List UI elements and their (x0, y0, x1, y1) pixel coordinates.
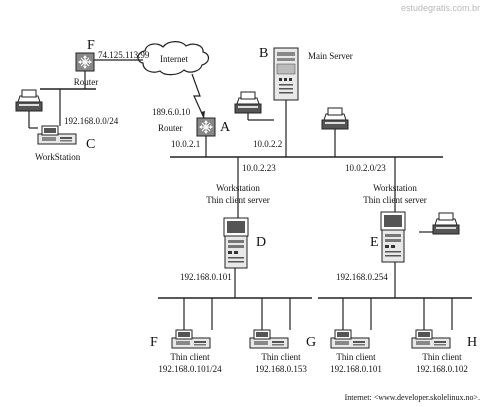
thin-client-2: G Thin client 192.168.0.153 (249, 329, 316, 374)
server-e-letter: E (370, 235, 379, 250)
server-d-icon (223, 217, 249, 269)
thin-client-3-caption: Thin client (336, 352, 376, 362)
thin-client-3: Thin client 192.168.0.101 (330, 329, 382, 374)
workstation-c-caption: WorkStation (35, 152, 81, 162)
router-a-ip-bottom: 10.0.2.1 (171, 139, 200, 149)
main-server-icon (273, 47, 299, 101)
workstation-c-letter: C (86, 137, 95, 152)
server-e-caption-line1: Workstation (373, 183, 417, 193)
thin-client-1-ip: 192.168.0.101/24 (158, 364, 222, 374)
thin-client-2-ip: 192.168.0.153 (255, 364, 307, 374)
workstation-c-icon (37, 125, 77, 145)
router-a-letter: A (220, 120, 231, 135)
internet-cloud: Internet (137, 41, 210, 76)
main-server-ip: 10.0.2.2 (253, 139, 282, 149)
router-f-ip: 74.125.113.99 (98, 50, 150, 60)
server-e-ip-bottom: 192.168.0.254 (336, 272, 388, 282)
main-server-b: B Main Server 10.0.2.2 (253, 46, 353, 157)
printer-icon (234, 91, 262, 114)
workstation-c: C 192.168.0.0/24 WorkStation (15, 89, 119, 162)
thin-client-4-caption: Thin client (422, 352, 462, 362)
router-f-icon (75, 52, 95, 72)
thin-client-icon (330, 329, 370, 349)
router-f-caption: Router (74, 77, 99, 87)
printer-icon (321, 107, 349, 130)
server-d-letter: D (256, 235, 266, 250)
thin-client-icon (411, 329, 451, 349)
router-f-letter: F (87, 38, 95, 53)
server-d-ip-bottom: 192.168.0.101 (180, 272, 232, 282)
printer-icon (15, 89, 43, 112)
watermark-text: estudegratis.com.br (401, 3, 480, 13)
source-footer: Internet: <www.developer.skolelinux.no>. (345, 393, 480, 402)
server-d-caption-line1: Workstation (216, 183, 260, 193)
thin-client-1-letter: F (150, 335, 158, 350)
server-d-ip-top: 10.0.2.23 (242, 163, 276, 173)
thin-client-icon (171, 329, 211, 349)
main-server-letter: B (259, 46, 268, 61)
internet-label: Internet (160, 54, 188, 64)
router-f: F 74.125.113.99 Router (74, 38, 150, 87)
router-a-ip-top: 189.6.0.10 (152, 107, 191, 117)
main-server-caption: Main Server (308, 51, 353, 61)
thin-client-4-ip: 192.168.0.102 (416, 364, 468, 374)
router-a-caption: Router (158, 123, 183, 133)
printer-icon (432, 212, 460, 235)
thin-client-2-caption: Thin client (261, 352, 301, 362)
server-e-ip-top: 10.0.2.0/23 (345, 163, 386, 173)
thin-client-1-caption: Thin client (170, 352, 210, 362)
thin-client-1: F Thin client 192.168.0.101/24 (150, 329, 222, 374)
server-e-caption-line2: Thin client server (363, 195, 426, 205)
thin-client-4-letter: H (467, 335, 477, 350)
router-a-icon (196, 117, 216, 137)
server-e-icon (380, 211, 406, 263)
thin-client-server-d: 10.0.2.23 Workstation Thin client server… (180, 163, 276, 282)
thin-client-2-letter: G (306, 335, 316, 350)
server-d-caption-line2: Thin client server (206, 195, 269, 205)
thin-client-4: H Thin client 192.168.0.102 (411, 329, 477, 374)
thin-client-server-e: 10.0.2.0/23 Workstation Thin client serv… (336, 163, 427, 282)
link-internet-a (191, 73, 205, 119)
router-a: A 189.6.0.10 Router 10.0.2.1 (152, 107, 231, 149)
thin-client-3-ip: 192.168.0.101 (330, 364, 382, 374)
thin-client-icon (249, 329, 289, 349)
workstation-c-ip: 192.168.0.0/24 (64, 116, 119, 126)
